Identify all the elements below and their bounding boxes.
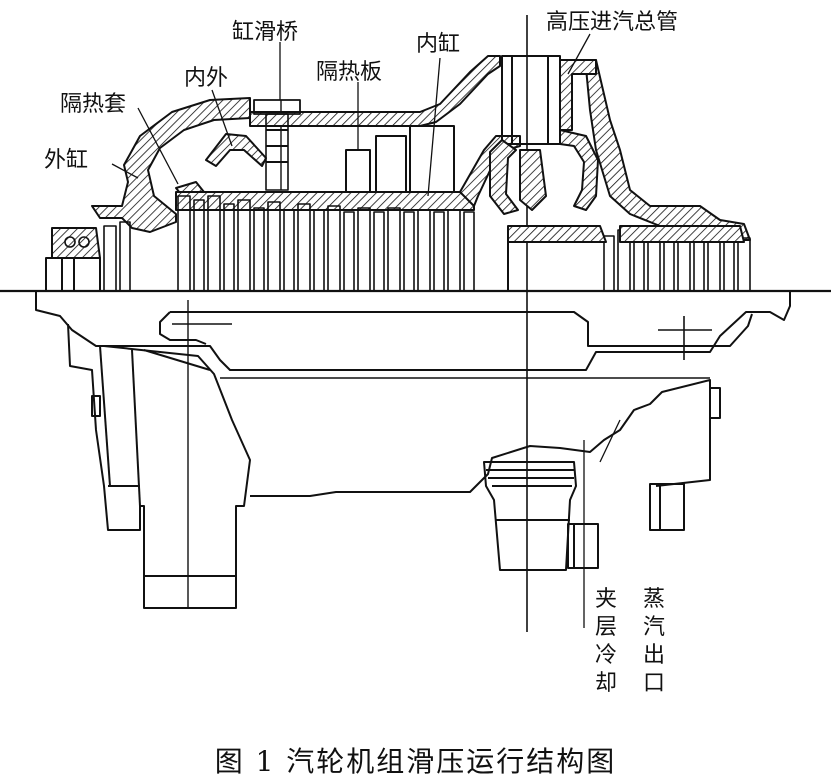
left-lower-web [99,345,111,487]
right-side-lug [709,387,721,419]
right-foot [649,483,685,531]
label-jacket-cooling: 夹层冷却 [594,587,617,696]
outer-casing-shell [91,97,251,233]
label-inner-outer: 内外 [184,66,229,91]
blade-rows-upper [103,195,475,292]
insulation-board [345,149,371,193]
lower-body-bottom [250,379,711,497]
lower-inner-box [170,311,753,347]
label-hp-steam-header: 高压进汽总管 [546,10,679,35]
casing-slide-bridge [253,99,301,191]
right-seal-ring [619,225,745,243]
lower-inner-box-left [159,311,207,345]
left-end-bolt [64,236,76,248]
label-casing-slide-bridge: 缸滑桥 [232,20,299,45]
left-lower-web [143,349,211,371]
outer-casing-right [585,59,751,241]
left-end-bolt [78,236,90,248]
hp-steam-header [489,55,599,215]
left-lower-web [131,349,141,507]
label-outer-casing: 外缸 [44,148,89,173]
label-steam-outlet: 蒸汽出口 [642,587,665,696]
left-side-lug [91,395,101,417]
left-lower-support [67,323,251,609]
label-insulation-board: 隔热板 [316,60,383,85]
figure-caption: 图 1 汽轮机组滑压运行结构图 [214,745,617,778]
label-insulation-sleeve: 隔热套 [60,92,127,117]
left-end-flange [51,227,101,259]
leader-lines [111,33,621,628]
steam-outlet-nozzle [483,461,577,571]
label-inner-casing: 内缸 [416,32,461,57]
inner-outer-chamber [205,133,267,167]
right-blade-carrier [507,225,607,243]
jacket-cooling-pipe [567,523,599,569]
insulation-board-2 [375,135,407,193]
insulation-board-3 [409,125,455,193]
